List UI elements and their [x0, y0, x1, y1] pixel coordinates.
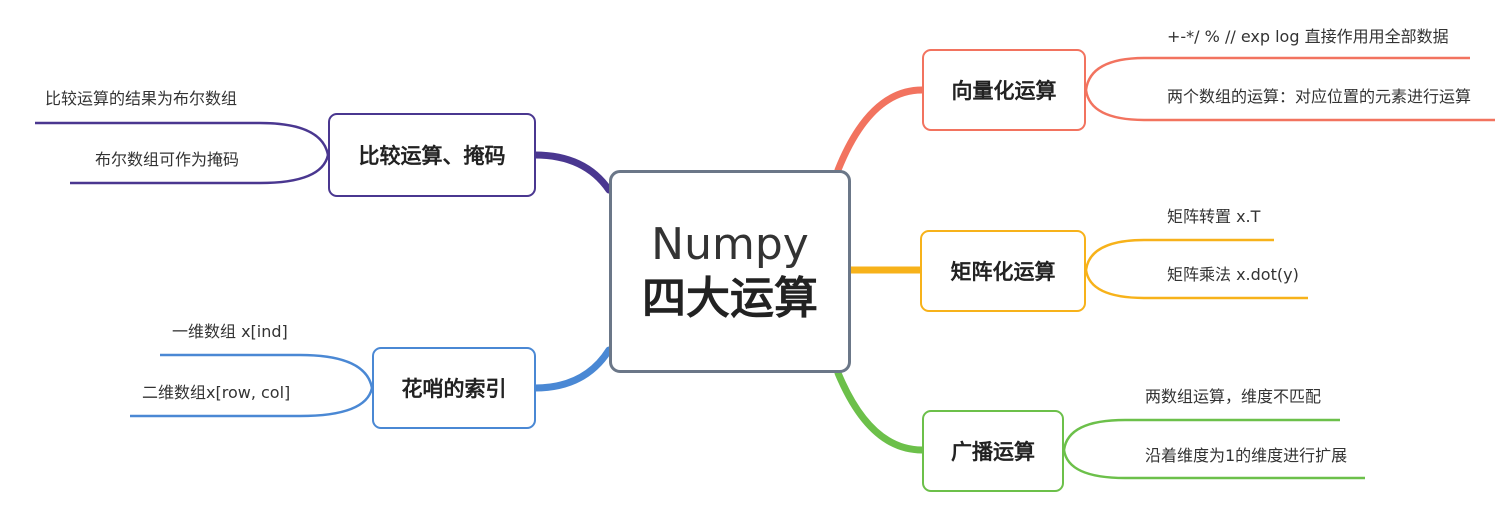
- branch-compare-node[interactable]: 比较运算、掩码: [328, 113, 536, 197]
- leaf-compare-1: 比较运算的结果为布尔数组: [45, 89, 238, 108]
- root-node[interactable]: Numpy 四大运算: [609, 170, 851, 373]
- branch-matrix-node[interactable]: 矩阵化运算: [920, 230, 1086, 312]
- leaf-matrix-1: 矩阵转置 x.T: [1167, 207, 1261, 226]
- branch-broadcast-node[interactable]: 广播运算: [922, 410, 1064, 492]
- connector-compare: [531, 151, 613, 194]
- leaf-broadcast-2: 沿着维度为1的维度进行扩展: [1145, 446, 1348, 465]
- root-title: Numpy: [651, 218, 809, 270]
- branch-compare-label: 比较运算、掩码: [358, 144, 506, 168]
- root-subtitle: 四大运算: [642, 272, 818, 324]
- branch-broadcast-label: 广播运算: [951, 440, 1035, 464]
- branch-fancy-node[interactable]: 花哨的索引: [372, 347, 536, 429]
- connector-broadcast: [834, 369, 926, 454]
- leaf-broadcast-1: 两数组运算，维度不匹配: [1145, 387, 1322, 406]
- branch-fancy-label: 花哨的索引: [401, 377, 507, 401]
- branch-matrix-label: 矩阵化运算: [950, 260, 1056, 284]
- branch-vector-node[interactable]: 向量化运算: [922, 49, 1086, 131]
- leaf-fancy-2: 二维数组x[row, col]: [142, 383, 291, 402]
- leaf-matrix-2: 矩阵乘法 x.dot(y): [1167, 265, 1299, 284]
- leaf-vector-1: +-*/ % // exp log 直接作用用全部数据: [1167, 27, 1449, 46]
- leaf-vector-2: 两个数组的运算：对应位置的元素进行运算: [1167, 87, 1472, 106]
- leaf-compare-2: 布尔数组可作为掩码: [95, 150, 240, 169]
- branch-vector-label: 向量化运算: [951, 79, 1057, 103]
- leaf-fancy-1: 一维数组 x[ind]: [172, 322, 288, 341]
- connector-vector: [834, 86, 926, 174]
- connector-fancy: [531, 346, 613, 392]
